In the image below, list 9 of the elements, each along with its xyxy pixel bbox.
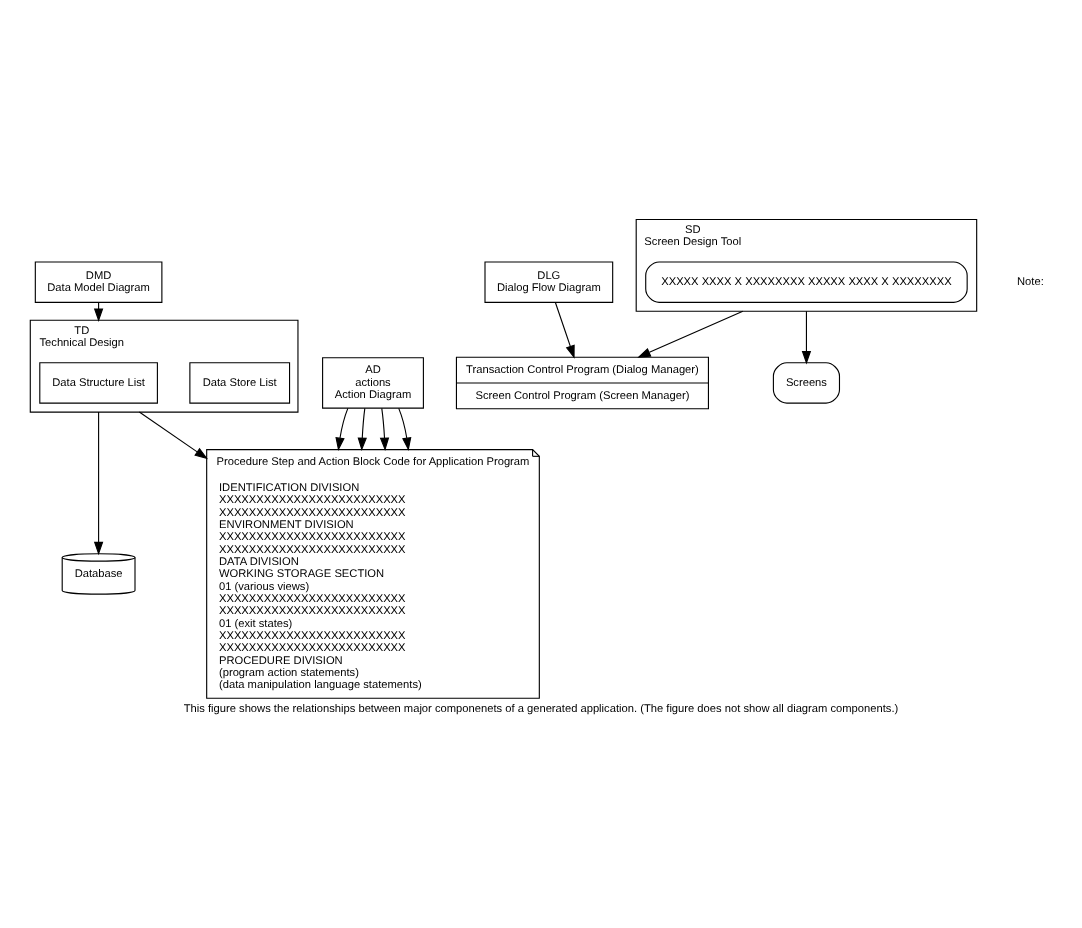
arrow (138, 410, 208, 459)
arrow (93, 410, 104, 555)
arrow (379, 406, 390, 451)
arrow (357, 406, 367, 451)
arrow (801, 309, 812, 364)
arrow (398, 406, 412, 451)
arrow (554, 301, 575, 358)
arrow (335, 406, 349, 451)
arrow (637, 309, 744, 357)
